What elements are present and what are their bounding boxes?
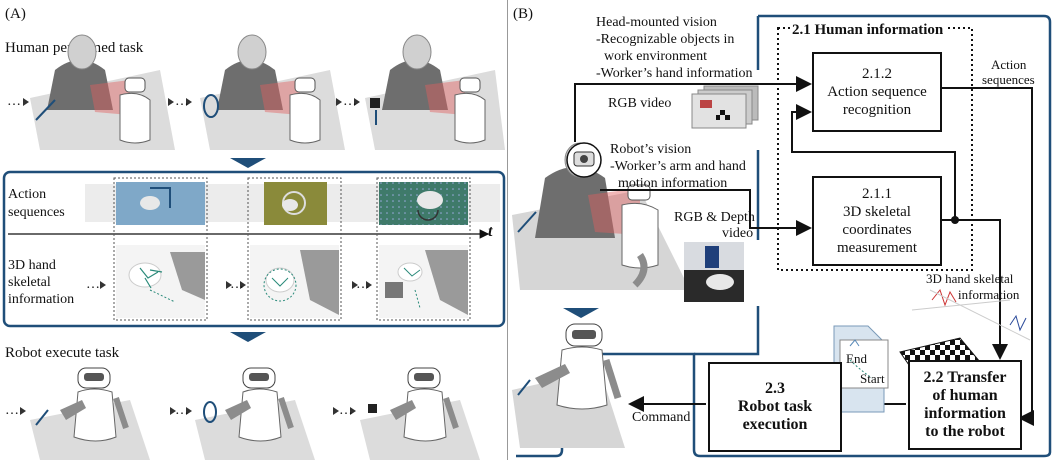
box-212-number: 2.1.2 (862, 66, 892, 82)
action-sequences-label-1: Action (8, 187, 47, 202)
flow-arrow-down (563, 308, 599, 318)
rgb-depth-label-1: RGB & Depth (674, 210, 755, 225)
box-23-line2: Robot task (737, 398, 813, 415)
box-transfer-to-robot: 2.2 Transfer of human information to the… (908, 360, 1022, 450)
human-worker-icon (365, 34, 505, 150)
human-worker-icon (200, 34, 345, 150)
box-23-line3: execution (742, 416, 808, 433)
box-action-sequence-recognition: 2.1.2 Action sequence recognition (812, 52, 942, 132)
rgb-video-thumbnail (691, 85, 759, 129)
ellipsis: … (86, 277, 100, 292)
action-sequences-label-2: sequences (8, 205, 65, 220)
rgb-depth-label-2: video (722, 226, 754, 241)
box-211-number: 2.1.1 (862, 186, 892, 202)
skeletal-out-2: information (958, 287, 1020, 302)
head-mounted-item-1: -Recognizable objects in (596, 32, 735, 47)
head-camera-icon (566, 142, 602, 178)
action-sequences-out-2: sequences (982, 72, 1035, 87)
box-212-line2: recognition (842, 102, 912, 118)
flow-robot-to-211 (600, 189, 812, 236)
flow-feedback (791, 104, 956, 220)
skeletal-label-3: information (8, 292, 75, 307)
start-label: Start (860, 371, 885, 386)
robot-icon (30, 367, 150, 460)
skeletal-label-2: skeletal (8, 275, 51, 290)
skeletal-hand-2 (250, 245, 339, 318)
document-icon (833, 325, 889, 413)
box-robot-task-execution: 2.3 Robot task execution (708, 362, 842, 452)
skeletal-hand-3 (379, 245, 468, 318)
robot-vision-item-1b: motion information (618, 176, 728, 191)
robot-task-title: Robot execute task (5, 345, 120, 361)
human-scene-row (30, 34, 505, 150)
ellipsis: … (175, 94, 189, 109)
box-211-line2: coordinates (842, 222, 912, 238)
command-label: Command (632, 410, 691, 425)
rgb-depth-thumbnail (684, 242, 744, 302)
robot-icon (195, 367, 315, 460)
box-22-line1: 2.2 Transfer (923, 369, 1007, 386)
flow-arrow-down (230, 332, 266, 342)
ellipsis: … (230, 277, 244, 292)
head-mounted-item-2: -Worker’s hand information (596, 66, 753, 81)
box-3d-skeletal-measurement: 2.1.1 3D skeletal coordinates measuremen… (812, 176, 942, 266)
ellipsis: … (356, 277, 370, 292)
panel-divider (507, 0, 508, 460)
hand-gesture-icon (379, 182, 468, 225)
ellipsis: … (339, 403, 353, 418)
end-label: End (846, 351, 867, 366)
panel-a-label: (A) (5, 6, 26, 22)
box-22-line2: of human (932, 387, 998, 404)
ellipsis: … (343, 94, 357, 109)
ellipsis: … (5, 403, 19, 418)
head-mounted-item-1b: work environment (604, 49, 708, 64)
robot-icon (360, 367, 480, 460)
flow-arrow-down (230, 158, 266, 168)
head-mounted-title: Head-mounted vision (596, 15, 717, 30)
box-23-line1: 2.3 (765, 380, 785, 397)
panel-b-label: (B) (513, 6, 533, 22)
robot-vision-item-1: -Worker’s arm and hand (610, 159, 746, 174)
time-axis-label: t (488, 223, 493, 240)
box-22-line3: information (924, 405, 1006, 422)
hand-gesture-icon (116, 182, 205, 225)
box-211-line3: measurement (837, 240, 917, 256)
panel-b-frame (516, 14, 1052, 458)
panel-a-frame (2, 170, 506, 328)
ellipsis: … (7, 94, 21, 109)
robot-vision-title: Robot’s vision (610, 142, 692, 157)
human-info-group-title: 2.1 Human information (790, 22, 946, 38)
sequence-arrows (20, 98, 372, 415)
rgb-video-label: RGB video (608, 96, 672, 111)
box-211-line1: 3D skeletal (843, 204, 911, 220)
skeletal-hand-1 (116, 245, 205, 318)
action-sequences-out-1: Action (991, 57, 1027, 72)
skeletal-label-1: 3D hand (8, 258, 56, 273)
box-212-line1: Action sequence (827, 84, 927, 100)
skeletal-out-1: 3D hand skeletal (926, 271, 1014, 286)
robot-icon (512, 323, 625, 448)
human-worker-icon (30, 34, 175, 150)
flow-action-seq (940, 87, 1034, 426)
box-22-line4: to the robot (925, 423, 1005, 440)
skeletal-plot (911, 288, 1031, 341)
flow-skeletal (940, 219, 1008, 360)
ellipsis: … (175, 403, 189, 418)
flow-head-to-212 (574, 76, 812, 142)
hand-gesture-icon (264, 182, 327, 225)
